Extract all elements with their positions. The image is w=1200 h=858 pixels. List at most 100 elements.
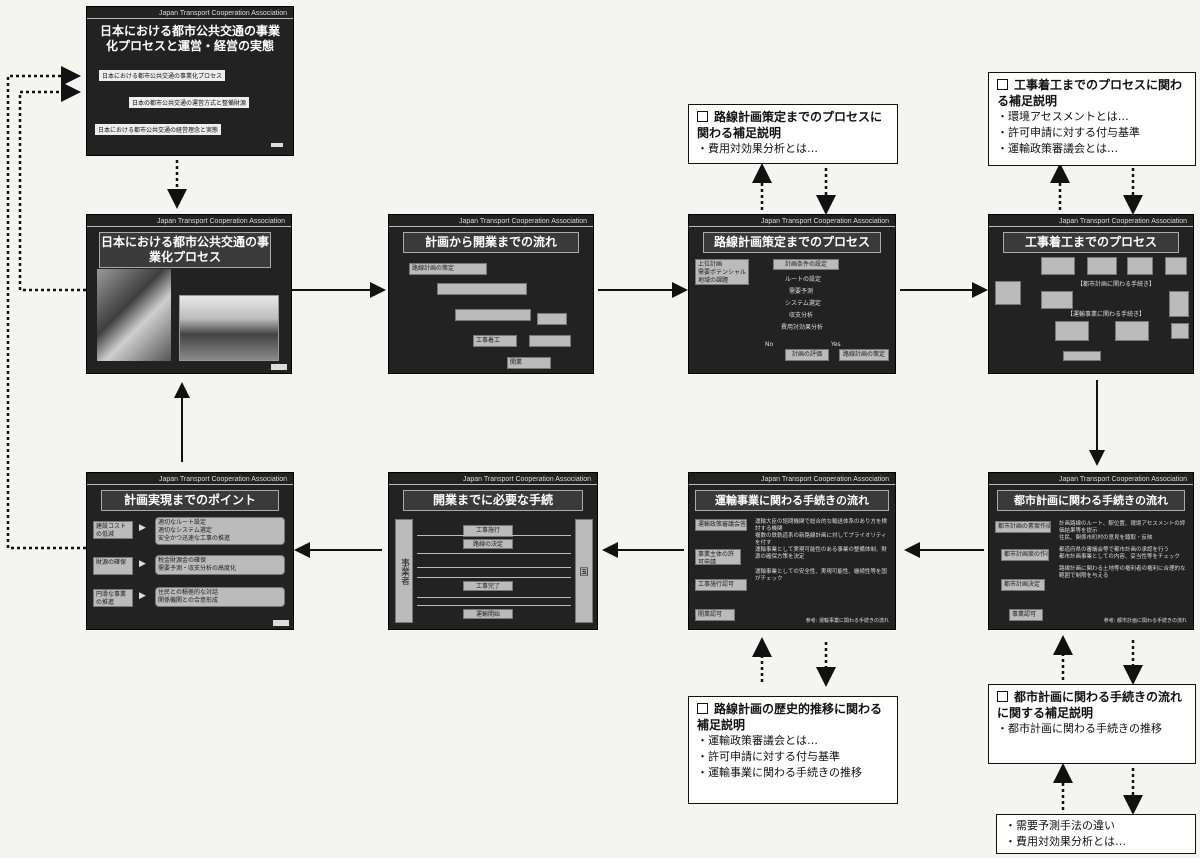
section-label: 【都市計画に関わる手続き】 <box>1077 281 1156 288</box>
slide-procedures-before-opening[interactable]: Japan Transport Cooperation Association … <box>388 472 598 630</box>
process-box <box>995 281 1021 305</box>
slide-planning-flow[interactable]: Japan Transport Cooperation Association … <box>388 214 594 374</box>
process-step: 費用対効果分析 <box>781 324 824 331</box>
input-item: 需要ポテンシャル <box>698 269 747 276</box>
flow-line <box>417 553 571 554</box>
slide-key-points[interactable]: Japan Transport Cooperation Association … <box>86 472 294 630</box>
flow-line <box>417 605 571 606</box>
slide-route-planning-process[interactable]: Japan Transport Cooperation Association … <box>688 214 896 374</box>
detail-text: 安全かつ迅速な工事の推進 <box>158 535 231 542</box>
process-box <box>1041 291 1073 309</box>
note-title-text: 都市計画に関わる手続きの流れに関する補足説明 <box>997 690 1183 720</box>
note-route-history[interactable]: 路線計画の歴史的推移に関わる補足説明 ・運輸政策審議会とは… ・許可申請に対する… <box>688 696 898 804</box>
process-box <box>1115 321 1149 341</box>
note-item: ・環境アセスメントとは… <box>997 110 1129 123</box>
bullet-text: 都道府県の審議会等で都市計画の承認を行う <box>1059 547 1170 553</box>
slide-title: 路線計画策定までのプロセス <box>703 232 881 253</box>
slide-title-overview[interactable]: Japan Transport Cooperation Association … <box>86 6 294 156</box>
checkbox-icon <box>697 703 708 714</box>
flow-step: 開業 <box>507 357 551 369</box>
note-route-planning[interactable]: 路線計画策定までのプロセスに関わる補足説明 ・費用対効果分析とは… <box>688 104 898 164</box>
note-title: 工事着工までのプロセスに関わる補足説明 <box>997 77 1187 109</box>
slide-commercialization-process[interactable]: Japan Transport Cooperation Association … <box>86 214 292 374</box>
note-item: ・運輸事業に関わる手続きの推移 <box>697 766 862 779</box>
process-step: 需要予測 <box>789 288 814 295</box>
slide-header: Japan Transport Cooperation Association <box>389 217 593 227</box>
point-label: 建設コストの低減 <box>93 521 133 539</box>
point-detail: 住民との積極的な対話 関係機関との合意形成 <box>155 587 285 607</box>
flow-step <box>537 313 567 325</box>
slide-title: 日本における都市公共交通の事業化プロセスと運営・経営の実態 <box>99 24 280 53</box>
procedure-bullet: 運輸大臣の諮問機関で総合的な輸送体系のあり方を検討する機関 複数の鉄軌道系の新路… <box>755 519 889 583</box>
slide-number <box>273 620 289 626</box>
detail-text: 需要予測・収支分析の高度化 <box>158 565 237 572</box>
bullet-text: 路線計画に関わる土地等の権利者の権利に合理的な範囲で制限を与える <box>1059 566 1186 579</box>
slide-footnote: 参考: 都市計画に関わる手続きの流れ <box>1103 618 1187 624</box>
note-item: ・運輸政策審議会とは… <box>997 142 1118 155</box>
procedure-step: 都市計画の素案作成 <box>995 521 1051 533</box>
arrow-right-icon: ▶ <box>139 523 146 533</box>
slide-header: Japan Transport Cooperation Association <box>87 475 293 485</box>
result-box: 路線計画の策定 <box>839 349 889 361</box>
section-label: 【運輸事業に関わる手続き】 <box>1067 311 1146 318</box>
slide-item: 日本における都市公共交通の事業化プロセス <box>99 70 226 81</box>
note-title-text: 路線計画の歴史的推移に関わる補足説明 <box>697 702 883 732</box>
bullet-text: 複数の鉄軌道系の新路線計画に対してプライオリティを付す <box>755 533 887 546</box>
input-item: 上位計画 <box>698 261 723 268</box>
process-box <box>1063 351 1101 361</box>
note-construction-process[interactable]: 工事着工までのプロセスに関わる補足説明 ・環境アセスメントとは… ・許可申請に対… <box>988 72 1196 166</box>
procedure-step: 都市計画決定 <box>1001 579 1045 591</box>
point-detail: 税金財源金の確保 需要予測・収支分析の高度化 <box>155 555 285 575</box>
note-title-text: 路線計画策定までのプロセスに関わる補足説明 <box>697 110 883 140</box>
yes-label: Yes <box>831 341 841 348</box>
party-operator: 事業者 <box>395 519 413 623</box>
detail-text: 適切なシステム選定 <box>158 527 212 534</box>
flow-step: 工事着工 <box>473 335 517 347</box>
bullet-text: 都市計画事業としての内容、妥当性等をチェック <box>1059 554 1180 560</box>
slide-header: Japan Transport Cooperation Association <box>87 217 291 227</box>
slide-title: 運輸事業に関わる手続きの流れ <box>695 490 889 511</box>
procedure-step: 運輸政策審議会答申 <box>695 519 747 531</box>
no-label: No <box>765 341 774 348</box>
checkbox-icon <box>997 79 1008 90</box>
flow-step <box>437 283 527 295</box>
flow-step <box>529 335 571 347</box>
bullet-text: 運輸事業としての安全性、実現可能性、継続性等を国がチェック <box>755 569 887 582</box>
slide-title: 計画から開業までの流れ <box>403 232 579 253</box>
dotted-s2-s1 <box>18 82 86 292</box>
detail-text: 関係機関との合意形成 <box>158 597 218 604</box>
process-step: 収支分析 <box>789 312 814 319</box>
slide-title: 都市計画に関わる手続きの流れ <box>997 490 1185 511</box>
slide-title: 日本における都市公共交通の事業化プロセス <box>99 232 271 268</box>
input-box: 上位計画 需要ポテンシャル 地域の課題 <box>695 259 749 285</box>
note-city-planning[interactable]: 都市計画に関わる手続きの流れに関する補足説明 ・都市計画に関わる手続きの推移 <box>988 684 1196 764</box>
procedure-box: 運輸開始 <box>463 609 513 619</box>
slide-transport-business-procedure[interactable]: Japan Transport Cooperation Association … <box>688 472 896 630</box>
bullet-text: 運輸事業として実現可能性のある事業の整備体制、財源の確保方策を決定 <box>755 547 887 560</box>
point-label: 財源の確保 <box>93 557 133 575</box>
detail-text: 税金財源金の確保 <box>158 557 207 564</box>
flow-line <box>417 597 571 598</box>
procedure-box: 工事完了 <box>463 581 513 591</box>
slide-number <box>271 364 287 370</box>
photo-monorail-track <box>179 295 279 361</box>
note-item: ・都市計画に関わる手続きの推移 <box>997 722 1162 735</box>
point-detail: 適切なルート設定 適切なシステム選定 安全かつ迅速な工事の推進 <box>155 517 285 545</box>
bullet-text: 住民、関係市町村の意見を聴取・反映 <box>1059 535 1153 541</box>
party-government: 国 <box>575 519 593 623</box>
checkbox-icon <box>997 691 1008 702</box>
note-item: ・需要予測手法の違い <box>1005 819 1115 832</box>
note-demand-forecast[interactable]: ・需要予測手法の違い ・費用対効果分析とは… <box>996 814 1196 854</box>
process-box <box>1127 257 1153 275</box>
process-box <box>1171 323 1189 339</box>
bullet-text: 運輸大臣の諮問機関で総合的な輸送体系のあり方を検討する機関 <box>755 519 888 532</box>
process-box <box>1055 321 1089 341</box>
decision-diamond: 計画の評価 <box>785 349 829 361</box>
slide-title: 開業までに必要な手続 <box>403 490 583 511</box>
procedure-box: 工事施行 <box>463 525 513 537</box>
arrow-right-icon: ▶ <box>139 559 146 569</box>
slide-construction-process[interactable]: Japan Transport Cooperation Association … <box>988 214 1194 374</box>
slide-item: 日本における都市公共交通の経営理念と実態 <box>95 124 222 135</box>
slide-city-planning-procedure[interactable]: Japan Transport Cooperation Association … <box>988 472 1194 630</box>
slide-number <box>271 143 283 147</box>
